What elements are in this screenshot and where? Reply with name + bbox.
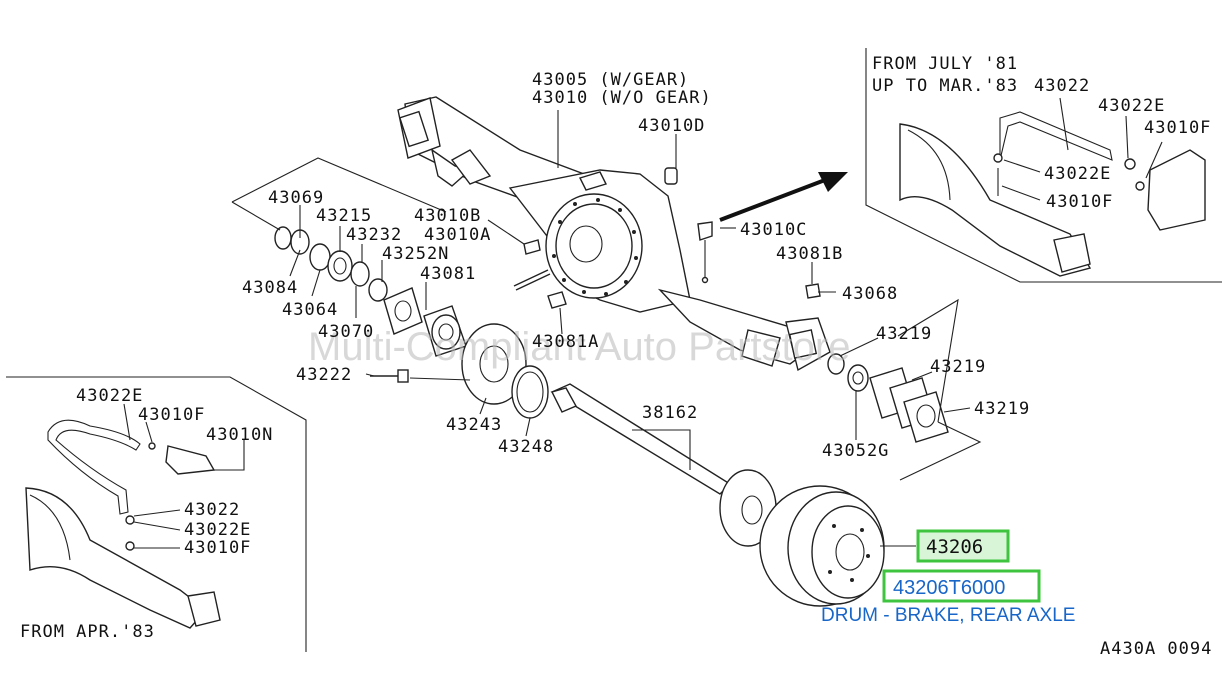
inset-right-title-1: FROM JULY '81 [872,54,1018,74]
label-l-43010F[interactable]: 43010F [138,405,205,425]
label-43081B[interactable]: 43081B [776,244,843,264]
watermark: Multi-Compliant Auto Partstore [308,325,850,369]
label-38162[interactable]: 38162 [642,403,698,423]
left-bearing-group [274,226,549,419]
label-43248[interactable]: 43248 [498,437,554,457]
label-43232[interactable]: 43232 [346,225,402,245]
label-l-43010N[interactable]: 43010N [206,425,273,445]
highlight-part-number[interactable]: 43206 [926,536,983,558]
label-43084[interactable]: 43084 [242,278,298,298]
part-labels: 43005 (W/GEAR) 43010 (W/O GEAR) 43010D 4… [20,54,1211,642]
label-43219-b[interactable]: 43219 [930,357,986,377]
label-l-43022E-b[interactable]: 43022E [184,520,251,540]
inset-frame-right [865,48,1222,283]
label-43010A[interactable]: 43010A [424,225,491,245]
highlighted-part[interactable]: 43206 43206T6000 DRUM - BRAKE, REAR AXLE [821,529,1075,626]
label-43010B[interactable]: 43010B [414,206,481,226]
right-inset-drawing [899,111,1206,277]
full-part-number-link[interactable]: 43206T6000 [893,577,1005,599]
label-r-43022E-mid[interactable]: 43022E [1044,164,1111,184]
inset-right-title-2: UP TO MAR.'83 [872,76,1018,96]
label-43219-c[interactable]: 43219 [974,399,1030,419]
arrow-to-inset [719,172,848,222]
inset-frame-left [6,376,307,652]
label-43222[interactable]: 43222 [296,365,352,385]
label-43010C[interactable]: 43010C [740,220,807,240]
label-43070[interactable]: 43070 [318,322,374,342]
label-43215[interactable]: 43215 [316,206,372,226]
axle-housing-drawing [397,96,831,372]
label-43064[interactable]: 43064 [282,300,338,320]
leader-lines [123,97,1163,549]
figure-code: A430A 0094 [1100,639,1212,659]
label-r-43010F-top[interactable]: 43010F [1144,118,1211,138]
label-43068[interactable]: 43068 [842,284,898,304]
label-43252N[interactable]: 43252N [382,244,449,264]
part-description-link[interactable]: DRUM - BRAKE, REAR AXLE [821,605,1075,626]
axle-shaft-drum [550,383,885,607]
label-r-43022E-top[interactable]: 43022E [1098,96,1165,116]
label-43005[interactable]: 43005 (W/GEAR) [532,70,689,90]
inset-left-title: FROM APR.'83 [20,622,155,642]
label-l-43022E[interactable]: 43022E [76,386,143,406]
highlight-box-43206[interactable] [916,529,1010,563]
label-l-43022[interactable]: 43022 [184,500,240,520]
right-bearing-group [827,298,982,481]
label-43069[interactable]: 43069 [268,188,324,208]
label-r-43022[interactable]: 43022 [1034,76,1090,96]
left-inset-drawing [25,419,221,629]
highlight-box-43206T6000[interactable] [882,569,1041,603]
label-r-43010F-mid[interactable]: 43010F [1046,192,1113,212]
label-43081A[interactable]: 43081A [532,332,599,352]
label-l-43010F-b[interactable]: 43010F [184,538,251,558]
label-43219-a[interactable]: 43219 [876,324,932,344]
label-43010[interactable]: 43010 (W/O GEAR) [532,88,712,108]
label-43081[interactable]: 43081 [420,264,476,284]
label-43010D[interactable]: 43010D [638,116,705,136]
label-43243[interactable]: 43243 [446,415,502,435]
label-43052G[interactable]: 43052G [822,441,889,461]
